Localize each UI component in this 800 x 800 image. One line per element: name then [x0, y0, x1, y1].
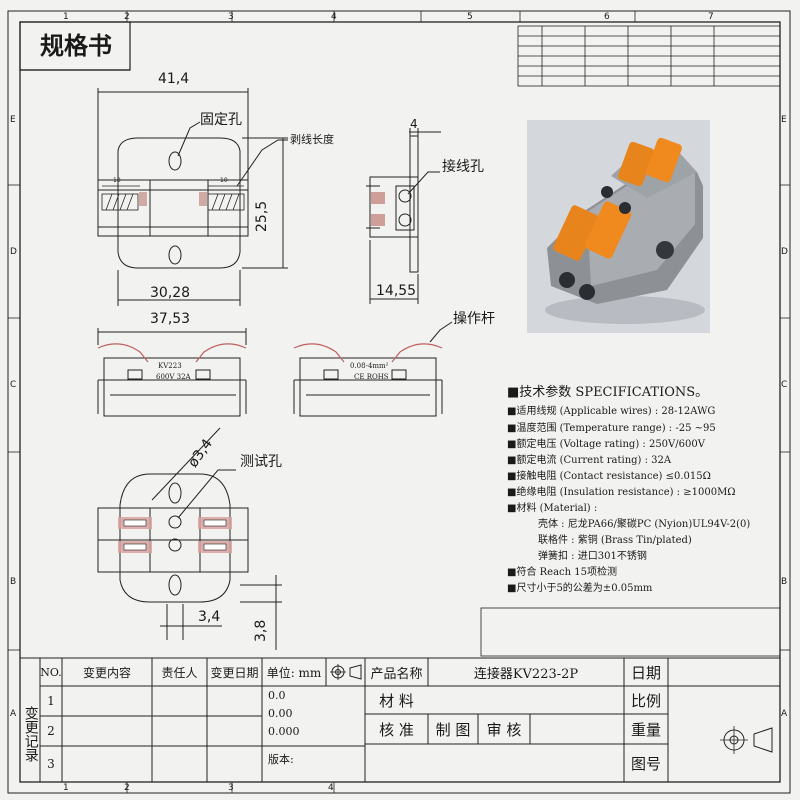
spec-tolerance: ■尺寸小于5的公差为±0.05mm [507, 583, 653, 594]
ruler-top-6: 6 [604, 12, 610, 22]
approve-label: 核 准 [379, 720, 414, 739]
ruler-bottom-1: 1 [63, 783, 69, 793]
spec-current: ■额定电流 (Current rating) : 32A [507, 455, 672, 466]
spec-temperature: ■温度范围 (Temperature range) : -25 ~95 [507, 423, 716, 434]
unit-label: 单位: mm [266, 665, 322, 680]
spec-contact-resistance: ■接触电阻 (Contact resistance) ≤0.015Ω [507, 471, 711, 482]
date-label: 日期 [630, 663, 661, 682]
col-change-date: 变更日期 [210, 665, 259, 680]
page-title: 规格书 [40, 32, 112, 60]
strip-mark-left: 10 [113, 177, 121, 184]
ruler-right-c: C [781, 380, 788, 390]
ruler-top-1: 1 [63, 12, 69, 22]
ruler-top-5: 5 [467, 12, 473, 22]
ruler-left-c: C [10, 380, 17, 390]
col-no: NO. [40, 665, 62, 679]
ruler-top-2: 2 [124, 12, 130, 22]
col-responsible: 责任人 [161, 665, 198, 680]
ruler-top-4: 4 [331, 12, 337, 22]
ruler-bottom-2: 2 [124, 783, 130, 793]
tolerance-2: 0.00 [268, 707, 293, 720]
ruler-left-d: D [10, 247, 17, 257]
row-2: 2 [47, 724, 55, 738]
version-label: 版本: [268, 753, 294, 766]
ruler-bottom-3: 3 [228, 783, 234, 793]
mark-rating: 600V 32A [156, 373, 191, 381]
change-record-label: 变更记录 [22, 706, 39, 762]
label-fixing-hole: 固定孔 [200, 112, 242, 128]
strip-mark-right: 10 [220, 177, 228, 184]
spec-material: ■材料 (Material) : [507, 503, 598, 514]
spec-spring: 弹簧扣 : 进口301不锈钢 [538, 551, 647, 562]
label-strip-length: 剥线长度 [290, 133, 334, 146]
ruler-right-a: A [781, 709, 788, 719]
row-1: 1 [47, 694, 55, 708]
product-name-value: 连接器KV223-2P [473, 666, 579, 682]
ruler-left-a: A [10, 709, 17, 719]
product-photo [527, 120, 710, 333]
spec-heading: ■技术参数 SPECIFICATIONS。 [507, 385, 709, 400]
projection-symbol-icon [330, 664, 362, 680]
label-test-hole: 测试孔 [240, 454, 282, 470]
mark-certs: CE ROHS [354, 373, 389, 381]
ruler-bottom-4: 4 [328, 783, 334, 793]
dim-offset-3-8: 3,8 [253, 619, 269, 642]
row-3: 3 [47, 757, 55, 771]
review-label: 审 核 [486, 720, 522, 739]
spec-insulation-resistance: ■绝缘电阻 (Insulation resistance) : ≥1000MΩ [507, 487, 736, 498]
dim-pitch-3-4: 3,4 [198, 609, 221, 625]
dim-depth-14-55: 14,55 [376, 283, 417, 299]
product-name-label: 产品名称 [370, 666, 423, 682]
projection-symbol-large-icon [720, 726, 773, 754]
material-label: 材 料 [379, 691, 414, 710]
draw-label: 制 图 [435, 720, 471, 739]
spec-housing: 壳体 : 尼龙PA66/聚碳PC (Nyion)UL94V-2(0) [538, 519, 751, 530]
col-change-content: 变更内容 [82, 665, 131, 680]
dim-thickness-4: 4 [410, 117, 418, 131]
scale-label: 比例 [630, 691, 661, 710]
tolerance-1: 0.0 [268, 689, 286, 702]
ruler-right-d: D [781, 247, 788, 257]
spec-wires: ■适用线规 (Applicable wires) : 28-12AWG [507, 406, 716, 417]
spec-conductor: 联格件 : 紫铜 (Brass Tin/plated) [538, 535, 692, 546]
dim-inner-30-28: 30,28 [150, 285, 191, 301]
ruler-right-e: E [781, 115, 787, 125]
ruler-left-e: E [10, 115, 16, 125]
spec-voltage: ■额定电压 (Voltage rating) : 250V/600V [507, 439, 705, 450]
dim-width-41-4: 41,4 [158, 71, 190, 87]
dim-height-25-5: 25,5 [254, 200, 270, 232]
mark-model: KV223 [158, 362, 182, 370]
label-lever: 操作杆 [453, 311, 495, 327]
spec-reach: ■符合 Reach 15项检测 [507, 567, 617, 578]
weight-label: 重量 [630, 720, 661, 739]
dim-width-37-53: 37,53 [150, 311, 191, 327]
ruler-right-b: B [781, 577, 788, 587]
label-wire-entry: 接线孔 [442, 159, 484, 175]
ruler-top-7: 7 [708, 12, 714, 22]
tolerance-3: 0.000 [268, 725, 300, 738]
mark-wire-range: 0.08-4mm² [350, 362, 389, 370]
ruler-top-3: 3 [228, 12, 234, 22]
ruler-left-b: B [10, 577, 17, 587]
drawing-no-label: 图号 [630, 754, 661, 773]
